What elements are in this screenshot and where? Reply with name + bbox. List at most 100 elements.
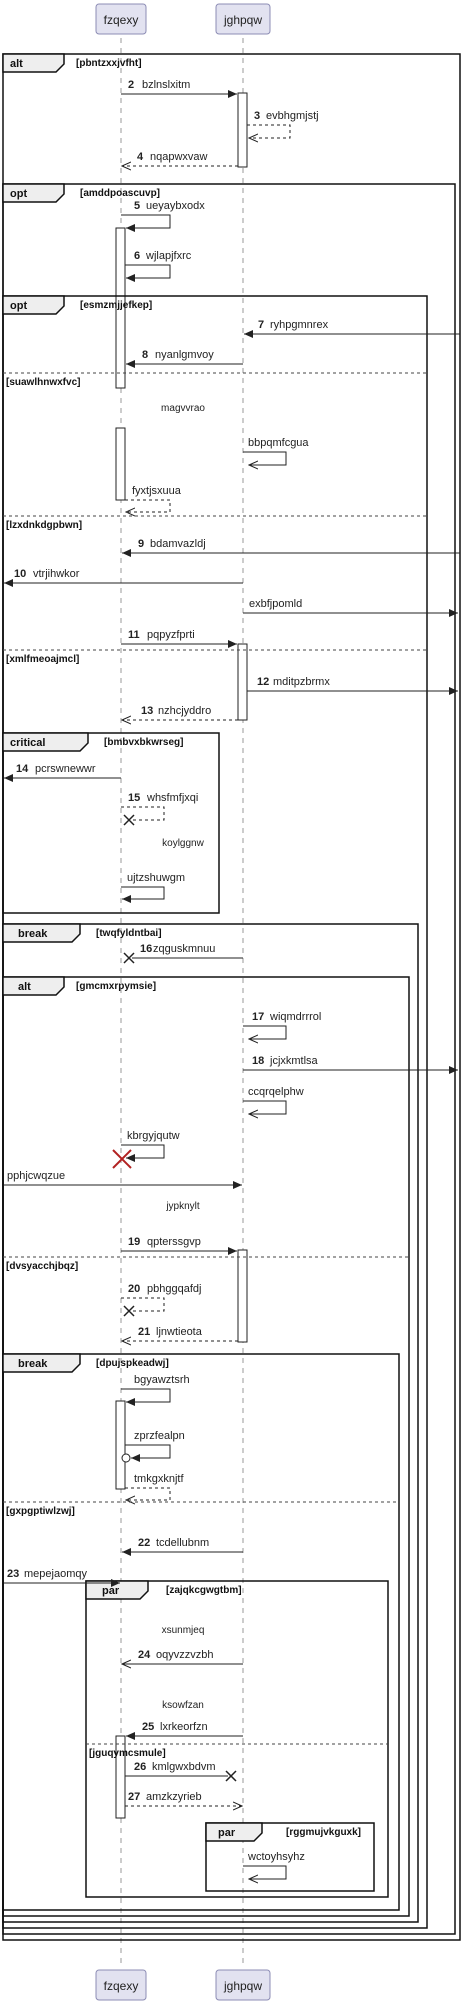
message-bgyawztsrh[interactable]: bgyawztsrh — [121, 1374, 190, 1406]
fragment-condition: [twqfyldntbai] — [96, 928, 162, 939]
fragment-opt-2: opt [esmzmjjefkep] — [2, 295, 152, 315]
fragment-par-2: par [rggmujvkguxk] — [205, 1822, 361, 1842]
fragment-op: par — [218, 1827, 236, 1839]
fragment-op: critical — [10, 737, 45, 749]
message-10[interactable]: 10 vtrjihwkor — [4, 568, 243, 587]
message-label: ujtzshuwgm — [127, 872, 185, 884]
message-14[interactable]: 14 pcrswnewwr — [4, 763, 121, 782]
message-24[interactable]: 24 oqyvzzvzbh — [122, 1649, 243, 1664]
participant-label: jghpqw — [223, 1979, 262, 1993]
message-15[interactable]: 15 whsfmfjxqi — [121, 792, 198, 826]
fragment-condition: [gmcmxrpymsie] — [76, 981, 156, 992]
message-11[interactable]: 11 pqpyzfprti — [121, 629, 237, 648]
message-label: mditpzbrmx — [273, 676, 330, 688]
message-label: ccqrqelphw — [248, 1086, 304, 1098]
message-number: 19 — [128, 1236, 140, 1248]
fragment-alt-2: alt [gmcmxrpymsie] — [2, 976, 156, 996]
fragment-condition: [bmbvxbkwrseg] — [104, 737, 183, 748]
notes: magvvrao koylggnw jypknylt xsunmjeq ksow… — [150, 400, 216, 1713]
message-number: 13 — [141, 705, 153, 717]
message-number: 21 — [138, 1326, 150, 1338]
participant-jghpqw-top[interactable]: jghpqw — [215, 3, 271, 35]
fragment-condition: [amddpoascuvp] — [80, 188, 160, 199]
message-pphjcwqzue[interactable]: pphjcwqzue — [4, 1170, 242, 1189]
message-6[interactable]: 6 wjlapjfxrc — [125, 250, 192, 282]
message-kbrgyjqutw[interactable]: kbrgyjqutw — [112, 1130, 180, 1169]
message-ujtzshuwgm[interactable]: ujtzshuwgm — [121, 872, 185, 903]
message-ccqrqelphw[interactable]: ccqrqelphw — [243, 1086, 304, 1114]
message-label: pcrswnewwr — [35, 763, 96, 775]
message-16[interactable]: 16 zqguskmnuu — [123, 943, 243, 964]
message-label: amzkzyrieb — [146, 1791, 202, 1803]
message-number: 10 — [14, 568, 26, 580]
fragment-op: break — [18, 928, 48, 940]
message-label: zqguskmnuu — [153, 943, 215, 955]
message-number: 27 — [128, 1791, 140, 1803]
message-13[interactable]: 13 nzhcjyddro — [122, 705, 238, 720]
fragment-condition: [suawlhnwxfvc] — [6, 377, 80, 388]
message-9[interactable]: 9 bdamvazldj — [122, 538, 460, 557]
message-number: 3 — [254, 110, 260, 122]
message-number: 2 — [128, 79, 134, 91]
message-label: ryhpgmnrex — [270, 319, 329, 331]
message-23[interactable]: 23 mepejaomqy — [4, 1568, 120, 1587]
message-number: 15 — [128, 792, 140, 804]
message-label: exbfjpomld — [249, 598, 302, 610]
fragment-condition: [jguqymcsmule] — [89, 1748, 166, 1759]
message-zprzfealpn[interactable]: zprzfealpn — [121, 1430, 185, 1463]
message-17[interactable]: 17 wiqmdrrrol — [243, 1011, 321, 1039]
message-wctoyhsyhz[interactable]: wctoyhsyhz — [243, 1851, 305, 1879]
message-label: qpterssgvp — [147, 1236, 201, 1248]
message-bbpqmfcgua[interactable]: bbpqmfcgua — [243, 437, 309, 465]
message-5[interactable]: 5 ueyaybxodx — [121, 200, 205, 232]
message-12[interactable]: 12 mditpzbrmx — [247, 676, 458, 695]
message-27[interactable]: 27 amzkzyrieb — [125, 1791, 242, 1806]
note-text: jypknylt — [165, 1201, 200, 1212]
message-22[interactable]: 22 tcdellubnm — [122, 1537, 243, 1556]
message-number: 24 — [138, 1649, 151, 1661]
participant-fzqexy-top[interactable]: fzqexy — [95, 3, 147, 35]
message-2[interactable]: 2 bzlnslxitm — [121, 79, 237, 98]
message-19[interactable]: 19 qpterssgvp — [121, 1236, 237, 1255]
message-label: jcjxkmtlsa — [269, 1055, 319, 1067]
fragment-op: opt — [10, 300, 27, 312]
message-20[interactable]: 20 pbhggqafdj — [121, 1283, 201, 1317]
fragment-condition: [dvsyacchjbqz] — [6, 1261, 78, 1272]
message-exbfjpomld[interactable]: exbfjpomld — [243, 598, 458, 617]
message-21[interactable]: 21 ljnwtieota — [122, 1326, 238, 1341]
message-label: oqyvzzvzbh — [156, 1649, 213, 1661]
fragment-condition: [dpujspkeadwj] — [96, 1358, 169, 1369]
fragment-op: opt — [10, 188, 27, 200]
message-fyxtjsxuua[interactable]: fyxtjsxuua — [125, 485, 182, 512]
activation-bars — [115, 92, 248, 1819]
message-25[interactable]: 25 lxrkeorfzn — [126, 1721, 243, 1740]
fragment-par-1: par [zajqkcgwgtbm] — [85, 1580, 242, 1600]
participant-fzqexy-bottom[interactable]: fzqexy — [95, 1969, 147, 2001]
fragment-critical: critical [bmbvxbkwrseg] — [2, 732, 183, 752]
message-number: 16 — [140, 943, 152, 955]
message-8[interactable]: 8 nyanlgmvoy — [126, 349, 243, 368]
message-number: 17 — [252, 1011, 264, 1023]
message-tmkgxknjtf[interactable]: tmkgxknjtf — [125, 1473, 184, 1500]
fragment-op: par — [102, 1585, 120, 1597]
message-label: bgyawztsrh — [134, 1374, 190, 1386]
message-label: lxrkeorfzn — [160, 1721, 208, 1733]
message-18[interactable]: 18 jcjxkmtlsa — [243, 1055, 458, 1074]
message-7[interactable]: 7 ryhpgmnrex — [244, 319, 460, 338]
message-26[interactable]: 26 kmlgwxbdvm — [125, 1761, 237, 1782]
fragment-frames — [2, 53, 461, 1941]
participant-jghpqw-bottom[interactable]: jghpqw — [215, 1969, 271, 2001]
participant-label: fzqexy — [104, 1979, 139, 1993]
message-label: pphjcwqzue — [7, 1170, 65, 1182]
message-label: wiqmdrrrol — [269, 1011, 321, 1023]
message-4[interactable]: 4 nqapwxvaw — [122, 151, 238, 166]
fragment-alt-1: alt [pbntzxxjvfht] — [2, 53, 142, 73]
message-number: 18 — [252, 1055, 264, 1067]
message-number: 11 — [128, 629, 140, 641]
message-3[interactable]: 3 evbhgmjstj — [247, 110, 319, 138]
message-label: kmlgwxbdvm — [152, 1761, 216, 1773]
message-number: 7 — [258, 319, 264, 331]
message-label: mepejaomqy — [24, 1568, 87, 1580]
message-label: pqpyzfprti — [147, 629, 195, 641]
